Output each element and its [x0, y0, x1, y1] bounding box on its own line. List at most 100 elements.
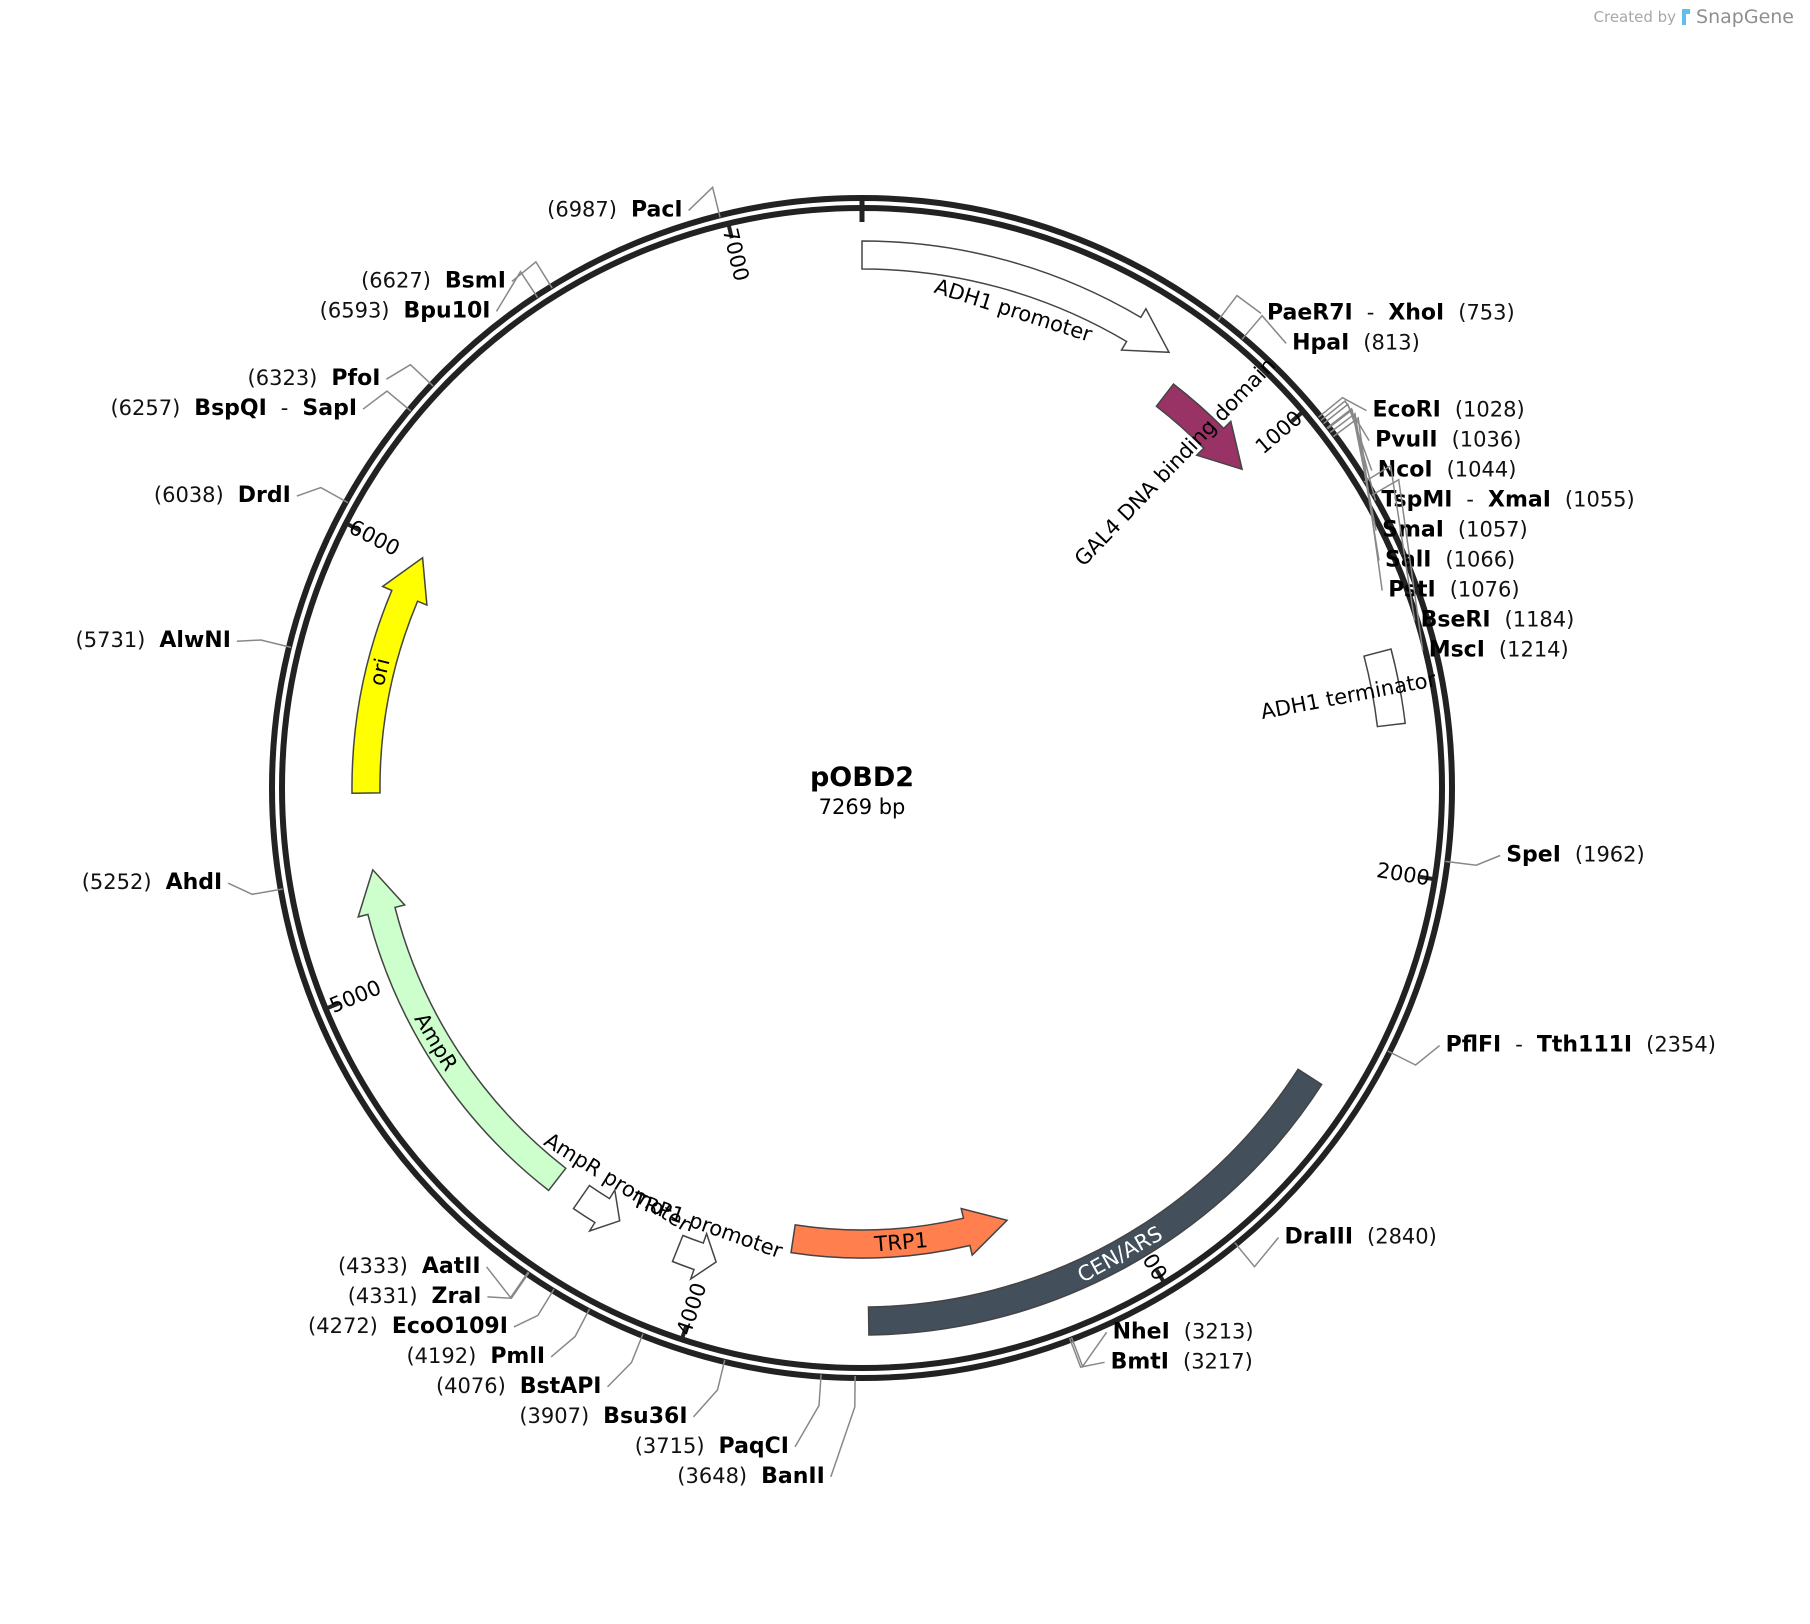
plasmid-size: 7269 bp [819, 795, 906, 819]
site-label[interactable]: NcoI (1044) [1378, 458, 1517, 483]
site-label[interactable]: MscI (1214) [1429, 638, 1569, 663]
site-name: HpaI [1292, 330, 1349, 355]
snapgene-credit: Created by SnapGene [1594, 6, 1794, 28]
site-name: BmtI [1111, 1349, 1169, 1374]
site-position: (1036) [1452, 428, 1522, 452]
feature-trp1-promoter[interactable] [671, 1231, 717, 1281]
plasmid-name: pOBD2 [810, 762, 914, 793]
site-dash: - [1466, 488, 1474, 512]
site-label[interactable]: (4076)BstAPI [436, 1374, 602, 1399]
site-leader-line [511, 260, 553, 289]
site-position: (1962) [1575, 843, 1645, 867]
feature-adh1-promoter[interactable] [861, 240, 1171, 354]
feature-ori[interactable] [351, 556, 428, 794]
feature-trp1[interactable] [790, 1207, 1009, 1259]
site-label[interactable]: (4333)AatII [338, 1254, 481, 1279]
site-label[interactable]: (6593)Bpu10I [320, 298, 491, 323]
site-label[interactable]: (3648)BanII [677, 1464, 825, 1489]
plasmid-center-label: pOBD2 7269 bp [810, 762, 914, 819]
site-leader-line [692, 1359, 726, 1418]
site-name: BsmI [445, 268, 506, 293]
plasmid-backbone [269, 195, 1455, 1381]
site-label[interactable]: (5731)AlwNI [76, 628, 231, 653]
feature-gal4-dbd[interactable] [1155, 383, 1244, 471]
tick-label: 4000 [672, 1280, 711, 1338]
site-name: PvuII [1375, 428, 1438, 453]
site-label[interactable]: SalI(1066) [1385, 548, 1515, 573]
site-position: (4331) [348, 1284, 418, 1308]
site-leader-line [1320, 399, 1370, 441]
site-name: PacI [631, 197, 683, 222]
site-name-alt: Tth111I [1537, 1033, 1632, 1058]
site-name: NcoI [1378, 458, 1433, 483]
site-leader-line [296, 486, 349, 504]
site-label[interactable]: PaeR7I-XhoI(753) [1267, 300, 1515, 325]
site-name: SmaI [1382, 518, 1444, 543]
site-name: SpeI [1506, 843, 1561, 868]
site-label[interactable]: DraIII(2840) [1285, 1225, 1437, 1250]
site-position: (1055) [1565, 488, 1635, 512]
feature-adh1-terminator[interactable] [1363, 648, 1407, 728]
site-name: NheI [1113, 1319, 1170, 1344]
site-position: (5731) [76, 628, 146, 652]
site-label[interactable]: (6627) BsmI [361, 268, 506, 293]
site-label[interactable]: (5252) AhdI [82, 870, 222, 895]
site-name: PaeR7I [1267, 300, 1353, 325]
site-label[interactable]: PstI(1076) [1388, 578, 1519, 603]
site-name: ZraI [432, 1284, 482, 1309]
site-label[interactable]: SmaI(1057) [1382, 518, 1528, 543]
site-name: PaqCI [719, 1434, 789, 1459]
site-leader-line [1323, 403, 1373, 471]
feature-cen-ars[interactable] [867, 1068, 1323, 1336]
tick-mark [1419, 874, 1438, 882]
site-label[interactable]: SpeI (1962) [1506, 843, 1645, 868]
site-name: MscI [1429, 638, 1485, 663]
site-label[interactable]: (4331) ZraI [348, 1284, 482, 1309]
site-position: (6987) [547, 197, 617, 221]
site-label[interactable]: (4192)PmlI [406, 1344, 545, 1369]
site-label[interactable]: EcoRI(1028) [1373, 398, 1525, 423]
site-dash: - [1515, 1033, 1523, 1057]
site-position: (6323) [248, 366, 318, 390]
site-position: (5252) [82, 870, 152, 894]
site-name: PflFI [1446, 1033, 1502, 1058]
site-label[interactable]: PvuII (1036) [1375, 428, 1521, 453]
site-label[interactable]: (6987) PacI [547, 197, 682, 222]
site-label[interactable]: HpaI(813) [1292, 330, 1420, 355]
site-position: (1214) [1499, 638, 1569, 662]
site-label[interactable]: (6257)BspQI-SapI [110, 396, 357, 421]
site-label[interactable]: TspMI-XmaI(1055) [1381, 488, 1634, 513]
site-label[interactable]: (3715) PaqCI [635, 1434, 789, 1459]
site-position: (6627) [361, 268, 431, 292]
tick-mark [323, 1001, 341, 1012]
site-position: (1044) [1447, 458, 1517, 482]
site-label[interactable]: (4272)EcoO109I [308, 1314, 508, 1339]
site-name-alt: XmaI [1488, 488, 1551, 513]
site-leader-line [606, 1333, 644, 1388]
site-name: AhdI [166, 870, 223, 895]
site-leader-line [386, 363, 434, 387]
site-name: EcoRI [1373, 398, 1441, 423]
site-label[interactable]: (3907)Bsu36I [519, 1404, 687, 1429]
tick-mark [1290, 408, 1307, 423]
site-dash: - [281, 396, 289, 420]
site-leader-line [1317, 396, 1367, 418]
tick-label: 7000 [718, 226, 754, 284]
site-label[interactable]: NheI(3213) [1113, 1319, 1254, 1344]
site-label[interactable]: PflFI-Tth111I(2354) [1446, 1033, 1716, 1058]
site-position: (4272) [308, 1314, 378, 1338]
site-name: DrdI [238, 483, 291, 508]
site-leader-line [1234, 1237, 1280, 1268]
site-leader-line [236, 639, 292, 649]
site-label[interactable]: BseRI(1184) [1421, 608, 1575, 633]
feature-ampr-promoter[interactable] [572, 1184, 621, 1233]
site-position: (4192) [406, 1344, 476, 1368]
feature-ampr[interactable] [357, 868, 567, 1192]
snapgene-logo-icon [1682, 9, 1691, 25]
site-label[interactable]: (6323)PfoI [248, 366, 381, 391]
site-label[interactable]: BmtI(3217) [1111, 1349, 1253, 1374]
site-label[interactable]: (6038)DrdI [154, 483, 291, 508]
site-leader-line [1371, 478, 1424, 651]
site-position: (3715) [635, 1434, 705, 1458]
site-position: (6257) [110, 396, 180, 420]
